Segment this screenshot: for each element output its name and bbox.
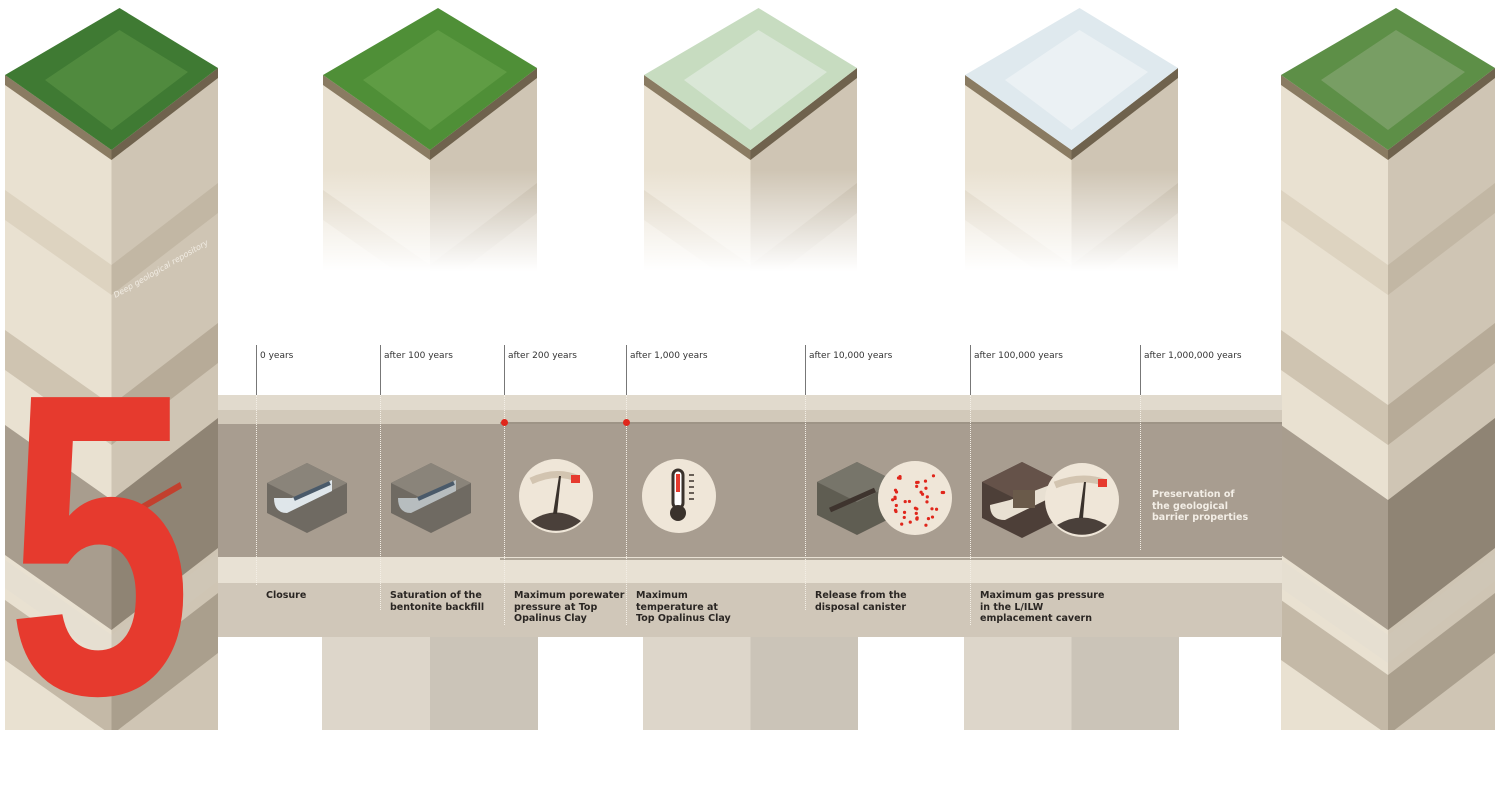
timeline-guide bbox=[626, 395, 627, 625]
marker-dot bbox=[623, 419, 630, 426]
timeline-guide bbox=[380, 395, 381, 610]
event-label: Maximum porewater pressure at Top Opalin… bbox=[514, 590, 625, 624]
timeline-guide bbox=[256, 395, 257, 585]
timeline-guide bbox=[970, 395, 971, 625]
particle-dot bbox=[924, 523, 928, 527]
particle-dot bbox=[894, 490, 899, 494]
particle-dot bbox=[902, 515, 906, 520]
timeline-guide bbox=[504, 395, 505, 625]
event-label: Preservation of the geological barrier p… bbox=[1152, 489, 1249, 523]
particle-dot bbox=[925, 500, 929, 504]
particle-dot bbox=[894, 509, 898, 514]
timeline-time-label: after 1,000,000 years bbox=[1144, 351, 1242, 361]
timeline-time-label: after 100 years bbox=[384, 351, 453, 361]
timeline-time-label: after 100,000 years bbox=[974, 351, 1063, 361]
particle-dot bbox=[915, 484, 919, 488]
geological-columns-scene bbox=[5, 8, 1495, 730]
event-label: Maximum gas pressure in the L/ILW emplac… bbox=[980, 590, 1105, 624]
particle-dot bbox=[893, 496, 897, 501]
event-label: Saturation of the bentonite backfill bbox=[390, 590, 485, 613]
gas-pressure-icon bbox=[982, 462, 1119, 538]
particle-dot bbox=[923, 479, 928, 483]
timeline-time-label: 0 years bbox=[260, 351, 294, 361]
particle-dot bbox=[931, 474, 936, 478]
particle-dot bbox=[914, 511, 918, 515]
particle-dot bbox=[891, 498, 895, 502]
tunnel-closure-icon bbox=[267, 463, 347, 533]
thermometer-icon bbox=[642, 459, 716, 533]
canister-release-icon bbox=[817, 461, 952, 535]
particle-dot bbox=[940, 490, 944, 495]
particle-dot bbox=[900, 522, 904, 526]
tunnel-saturation-icon bbox=[391, 463, 471, 533]
particle-dot bbox=[930, 507, 934, 511]
particle-dot bbox=[924, 486, 928, 490]
particle-dot bbox=[896, 476, 901, 480]
timeline-guide bbox=[1140, 395, 1141, 550]
particle-dot bbox=[902, 510, 907, 514]
geological-column bbox=[1281, 8, 1495, 730]
event-label: Closure bbox=[266, 590, 307, 601]
particle-dot bbox=[934, 507, 939, 511]
particle-dot bbox=[915, 480, 919, 485]
event-label: Release from the disposal canister bbox=[815, 590, 907, 613]
timeline-tick bbox=[380, 345, 381, 395]
timeline-time-label: after 200 years bbox=[508, 351, 577, 361]
figure-number: 5 bbox=[6, 305, 193, 785]
timeline-time-label: after 10,000 years bbox=[809, 351, 893, 361]
pressure-gauge-icon bbox=[519, 459, 593, 533]
particle-dot bbox=[930, 515, 935, 519]
marker-dot bbox=[501, 419, 508, 426]
timeline-tick bbox=[256, 345, 257, 395]
timeline-tick bbox=[504, 345, 505, 395]
geological-column bbox=[5, 8, 218, 730]
repository-tunnel bbox=[140, 482, 182, 511]
timeline-tick bbox=[970, 345, 971, 395]
particle-dot bbox=[915, 516, 919, 521]
host-rock-band bbox=[218, 395, 1282, 637]
event-label: Maximum temperature at Top Opalinus Clay bbox=[636, 590, 731, 624]
particle-dot bbox=[894, 503, 898, 508]
particle-dot bbox=[907, 499, 912, 504]
particle-dot bbox=[903, 499, 907, 504]
timeline-tick bbox=[626, 345, 627, 395]
timeline-tick bbox=[805, 345, 806, 395]
particle-dot bbox=[920, 492, 925, 496]
timeline-tick bbox=[1140, 345, 1141, 395]
particle-dot bbox=[908, 520, 912, 524]
particle-dot bbox=[926, 516, 931, 521]
particle-dot bbox=[925, 495, 929, 499]
timeline-time-label: after 1,000 years bbox=[630, 351, 708, 361]
particle-dot bbox=[915, 507, 919, 511]
timeline-guide bbox=[805, 395, 806, 610]
